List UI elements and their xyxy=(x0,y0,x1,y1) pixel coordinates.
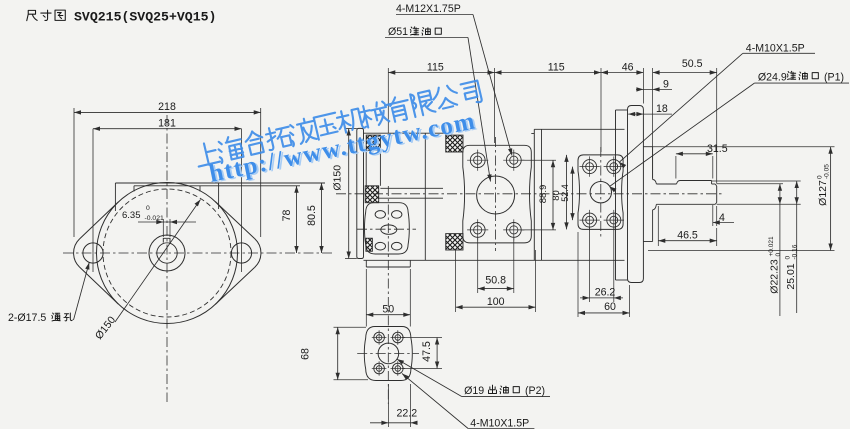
svg-text:115: 115 xyxy=(548,62,565,74)
svg-text:Ø24.9: Ø24.9 xyxy=(758,72,787,84)
svg-text:181: 181 xyxy=(158,117,176,129)
svg-text:80: 80 xyxy=(551,190,562,201)
svg-text:2-Ø17.5: 2-Ø17.5 xyxy=(8,312,46,324)
svg-text:Ø51: Ø51 xyxy=(388,26,408,38)
svg-text:Ø127: Ø127 xyxy=(817,180,829,206)
svg-text:4-M10X1.5P: 4-M10X1.5P xyxy=(746,43,805,55)
svg-text:47.5: 47.5 xyxy=(421,341,433,362)
svg-text:-0.16: -0.16 xyxy=(792,244,799,259)
svg-text:26.2: 26.2 xyxy=(595,287,616,299)
svg-text:18: 18 xyxy=(656,103,668,115)
svg-text:+0.021: +0.021 xyxy=(768,236,775,256)
svg-text:4-M12X1.75P: 4-M12X1.75P xyxy=(396,3,461,15)
svg-text:46.5: 46.5 xyxy=(677,230,698,242)
svg-text:0: 0 xyxy=(775,253,782,257)
svg-text:50: 50 xyxy=(382,304,394,316)
svg-text:(P2): (P2) xyxy=(525,385,545,397)
svg-text:(P1): (P1) xyxy=(824,72,844,84)
svg-text:9: 9 xyxy=(663,79,669,91)
svg-text:60: 60 xyxy=(604,301,616,313)
svg-text:4: 4 xyxy=(719,212,725,224)
svg-text:0: 0 xyxy=(785,256,792,260)
svg-text:0: 0 xyxy=(146,205,150,212)
svg-text:25.01: 25.01 xyxy=(785,263,797,289)
svg-text:218: 218 xyxy=(158,101,176,113)
svg-text:Ø19: Ø19 xyxy=(464,385,484,397)
svg-text:46: 46 xyxy=(622,62,634,74)
svg-text:52.4: 52.4 xyxy=(560,184,570,202)
svg-text:80.5: 80.5 xyxy=(306,205,318,226)
svg-text:68: 68 xyxy=(300,348,312,360)
svg-text:22.2: 22.2 xyxy=(397,408,418,420)
svg-text:SVQ215(SVQ25+VQ15): SVQ215(SVQ25+VQ15) xyxy=(74,10,216,25)
svg-text:78: 78 xyxy=(281,210,293,222)
svg-text:88.9: 88.9 xyxy=(538,185,549,204)
svg-text:Ø22.23: Ø22.23 xyxy=(769,259,781,294)
svg-text:-0.021: -0.021 xyxy=(145,215,164,222)
svg-text:4-M10X1.5P: 4-M10X1.5P xyxy=(470,417,529,429)
svg-text:115: 115 xyxy=(427,62,444,74)
svg-text:6.35: 6.35 xyxy=(122,210,141,221)
svg-text:31.5: 31.5 xyxy=(707,143,728,155)
svg-text:100: 100 xyxy=(487,296,505,308)
svg-text:Ø150: Ø150 xyxy=(332,165,344,191)
svg-text:-0.05: -0.05 xyxy=(824,164,831,179)
svg-text:0: 0 xyxy=(817,175,824,179)
svg-text:50.8: 50.8 xyxy=(485,275,506,287)
svg-text:50.5: 50.5 xyxy=(682,58,703,70)
